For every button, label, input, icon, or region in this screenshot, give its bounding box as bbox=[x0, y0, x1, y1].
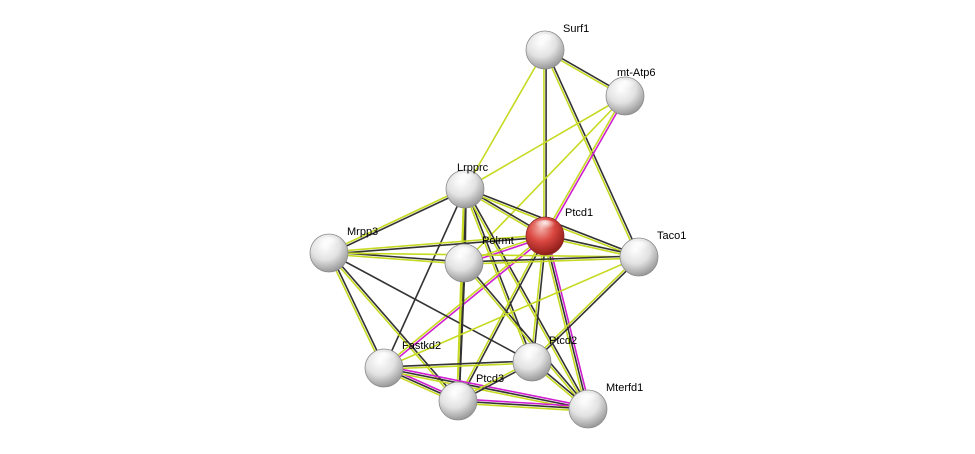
edge-line-textmining bbox=[464, 49, 546, 190]
edge-line-coexpression bbox=[463, 255, 639, 263]
node-lrpprc[interactable]: Lrpprc bbox=[445, 162, 489, 209]
edge-line-textmining bbox=[384, 362, 533, 370]
node-label: Lrpprc bbox=[457, 162, 489, 174]
node-highlight bbox=[613, 80, 637, 94]
edge-line-coexpression bbox=[329, 189, 466, 255]
edge-Polrmt-Taco1[interactable] bbox=[463, 255, 640, 265]
node-label: Ptcd1 bbox=[565, 207, 593, 219]
node-polrmt[interactable]: Polrmt bbox=[444, 235, 514, 283]
edge-Ptcd1-Ptcd2[interactable] bbox=[530, 235, 547, 363]
edge-mt-Atp6-Ptcd1[interactable] bbox=[543, 95, 627, 237]
node-label: Polrmt bbox=[482, 235, 514, 247]
edge-line-coexpression bbox=[458, 263, 466, 402]
edge-line-coexpression bbox=[383, 360, 532, 368]
node-fastkd2[interactable]: Fastkd2 bbox=[364, 340, 441, 388]
node-highlight bbox=[452, 247, 476, 261]
node-highlight bbox=[446, 385, 470, 399]
edge-Lrpprc-Fastkd2[interactable] bbox=[383, 188, 466, 369]
edge-line-textmining bbox=[462, 263, 588, 411]
edge-Polrmt-Ptcd3[interactable] bbox=[456, 262, 466, 402]
edge-line-textmining bbox=[463, 189, 588, 410]
edge-line-experiments bbox=[384, 365, 589, 408]
edge-line-coexpression bbox=[383, 188, 466, 369]
edge-Fastkd2-Ptcd2[interactable] bbox=[383, 360, 533, 370]
edge-Taco1-Ptcd2[interactable] bbox=[530, 255, 641, 364]
edge-Ptcd3-Mterfd1[interactable] bbox=[457, 398, 589, 412]
node-label: Mrpp3 bbox=[347, 226, 378, 238]
edge-line-textmining bbox=[456, 262, 464, 401]
node-surf1[interactable]: Surf1 bbox=[525, 23, 589, 70]
edge-mt-Atp6-Polrmt[interactable] bbox=[463, 95, 626, 264]
edge-line-coexpression bbox=[544, 235, 589, 410]
edge-line-textmining bbox=[327, 253, 384, 369]
edge-line-experiments bbox=[546, 235, 591, 409]
edge-line-textmining bbox=[327, 253, 458, 403]
node-ptcd2[interactable]: Ptcd2 bbox=[512, 335, 577, 382]
edge-Mrpp3-Ptcd3[interactable] bbox=[327, 251, 460, 403]
node-highlight bbox=[627, 241, 651, 255]
edge-line-coexpression bbox=[457, 400, 589, 410]
edge-Lrpprc-Mrpp3[interactable] bbox=[328, 187, 466, 255]
edge-line-textmining bbox=[543, 95, 625, 236]
node-mt-atp6[interactable]: mt-Atp6 bbox=[605, 67, 656, 116]
node-label: Taco1 bbox=[657, 230, 686, 242]
node-label: Fastkd2 bbox=[402, 340, 441, 352]
node-label: Ptcd3 bbox=[476, 373, 504, 385]
edge-line-coexpression bbox=[532, 236, 547, 363]
node-label: Mterfd1 bbox=[606, 382, 643, 394]
node-highlight bbox=[520, 346, 544, 360]
edge-line-textmining bbox=[383, 256, 640, 369]
edge-Lrpprc-Mterfd1[interactable] bbox=[463, 188, 590, 410]
node-mrpp3[interactable]: Mrpp3 bbox=[309, 226, 378, 273]
edge-line-textmining bbox=[463, 95, 626, 264]
edge-Mrpp3-Ptcd2[interactable] bbox=[328, 252, 533, 363]
edge-line-coexpression bbox=[328, 252, 533, 363]
edge-line-textmining bbox=[530, 255, 639, 362]
edge-line-textmining bbox=[328, 234, 545, 253]
node-highlight bbox=[317, 237, 341, 251]
edge-line-experiments bbox=[545, 96, 627, 237]
edge-Ptcd1-Mterfd1[interactable] bbox=[542, 235, 591, 410]
edge-line-textmining bbox=[457, 402, 588, 412]
edge-Mrpp3-Fastkd2[interactable] bbox=[327, 252, 386, 369]
edge-line-textmining bbox=[464, 95, 626, 190]
edge-line-coexpression bbox=[383, 367, 589, 410]
edge-line-experiments bbox=[458, 398, 589, 408]
edge-Surf1-Lrpprc[interactable] bbox=[464, 49, 546, 190]
edge-line-textmining bbox=[464, 257, 640, 265]
node-highlight bbox=[576, 393, 600, 407]
edge-line-coexpression bbox=[329, 251, 460, 401]
node-taco1[interactable]: Taco1 bbox=[619, 230, 686, 277]
node-label: Surf1 bbox=[563, 23, 589, 35]
edge-line-coexpression bbox=[532, 257, 641, 364]
edge-line-textmining bbox=[328, 252, 640, 258]
edge-Polrmt-Mterfd1[interactable] bbox=[462, 261, 590, 411]
edge-mt-Atp6-Lrpprc[interactable] bbox=[464, 95, 626, 190]
edge-line-coexpression bbox=[329, 236, 546, 255]
node-highlight bbox=[533, 34, 557, 48]
node-ptcd1[interactable]: Ptcd1 bbox=[525, 207, 593, 256]
edge-Taco1-Fastkd2[interactable] bbox=[383, 256, 640, 369]
edge-Ptcd1-Mrpp3[interactable] bbox=[328, 234, 546, 255]
node-label: mt-Atp6 bbox=[617, 67, 656, 79]
edge-line-textmining bbox=[328, 187, 465, 253]
node-highlight bbox=[372, 352, 396, 366]
edge-line-coexpression bbox=[458, 236, 547, 402]
edge-Mrpp3-Taco1[interactable] bbox=[328, 252, 640, 258]
edge-line-textmining bbox=[530, 235, 545, 362]
edge-line-coexpression bbox=[464, 261, 590, 409]
edge-line-coexpression bbox=[465, 188, 590, 409]
edge-line-textmining bbox=[328, 253, 464, 265]
node-ptcd3[interactable]: Ptcd3 bbox=[438, 373, 504, 421]
node-highlight bbox=[453, 173, 477, 187]
edge-line-textmining bbox=[542, 236, 587, 410]
node-label: Ptcd2 bbox=[549, 335, 577, 347]
node-mterfd1[interactable]: Mterfd1 bbox=[568, 382, 643, 429]
node-highlight bbox=[533, 220, 557, 234]
edge-line-coexpression bbox=[329, 252, 386, 368]
